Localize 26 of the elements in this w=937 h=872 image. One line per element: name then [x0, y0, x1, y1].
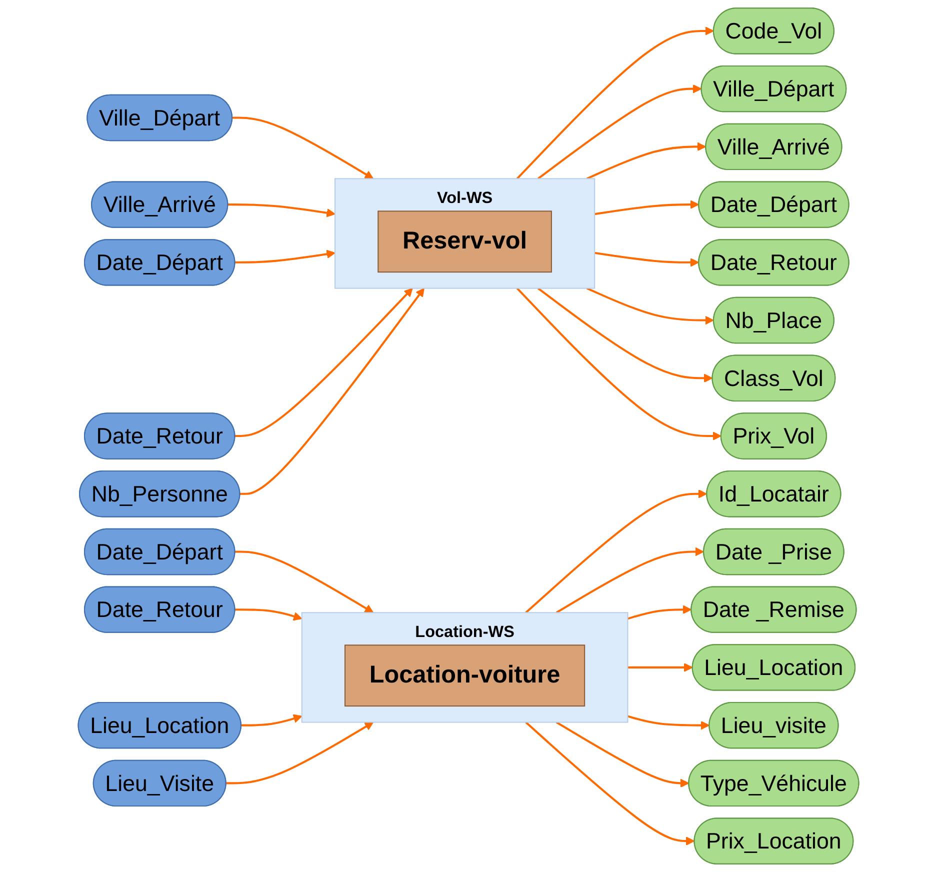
arrow [234, 288, 413, 438]
arrow [516, 288, 722, 440]
node-box: Reserv-vol [378, 210, 552, 273]
arrow [525, 722, 695, 846]
arrow [537, 84, 702, 180]
arrow [240, 714, 302, 726]
arrow [234, 608, 302, 621]
arrow [228, 204, 336, 218]
arrow [627, 715, 710, 730]
arrow [586, 142, 706, 180]
arrow [556, 547, 704, 614]
arrow [594, 252, 699, 267]
arrow [537, 287, 713, 383]
arrow [586, 287, 714, 325]
arrow [234, 550, 374, 614]
arrow [516, 26, 714, 180]
arrow [628, 662, 693, 672]
arrow [525, 489, 708, 614]
arrow [232, 116, 374, 180]
arrow [226, 722, 374, 784]
arrow [594, 200, 699, 216]
arrow [240, 288, 424, 495]
arrow [627, 605, 692, 620]
arrow [234, 250, 336, 264]
arrow [556, 721, 690, 788]
node-box: Location-voiture [344, 644, 586, 707]
